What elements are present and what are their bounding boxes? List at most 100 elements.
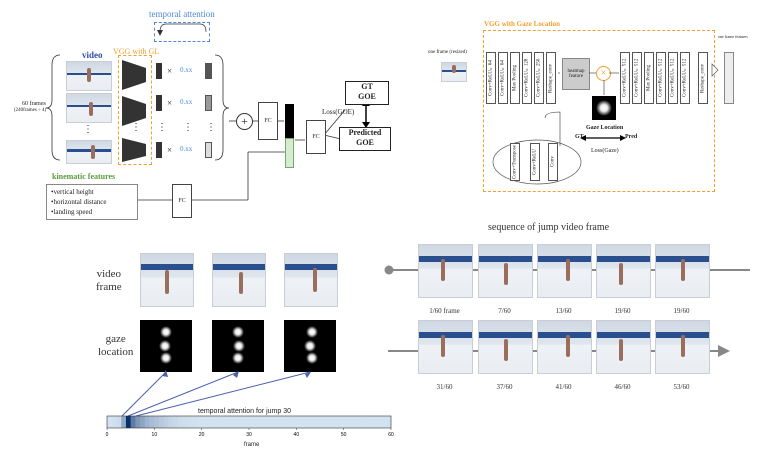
attention-cell xyxy=(310,416,316,428)
attention-cell xyxy=(376,416,382,428)
attention-cell xyxy=(130,416,136,428)
bl-video-frame-3 xyxy=(284,253,338,307)
sequence-frame-label: 1/60 frame xyxy=(429,307,460,315)
attention-cell xyxy=(230,416,236,428)
video-frame-thumb-3 xyxy=(66,140,112,164)
attention-cell xyxy=(225,416,231,428)
sum-node: + xyxy=(236,113,253,130)
attention-cell xyxy=(239,416,245,428)
attention-cell xyxy=(168,416,174,428)
fc-label-3: FC xyxy=(178,198,186,204)
att-ellipsis: ⋮ xyxy=(183,122,193,133)
bl-gaze-map-1 xyxy=(140,320,192,372)
video-frame-label: video frame xyxy=(96,268,122,293)
attention-cell xyxy=(140,416,146,428)
attention-tick-label: 10 xyxy=(152,432,158,438)
attention-cell xyxy=(211,416,217,428)
attention-cell xyxy=(291,416,297,428)
fc-label-2: FC xyxy=(312,134,320,140)
bl-gaze-map-3 xyxy=(284,320,336,372)
attention-cell xyxy=(234,416,240,428)
feature-bar-2 xyxy=(156,95,162,111)
bl-gaze-map-2 xyxy=(212,320,264,372)
times-1: × xyxy=(167,66,173,76)
times-2: × xyxy=(167,98,173,108)
gt-goe-line1: GT xyxy=(361,82,373,91)
attention-cell xyxy=(367,416,373,428)
attention-cell xyxy=(116,416,122,428)
attention-cell xyxy=(144,416,150,428)
attention-cell xyxy=(253,416,259,428)
output-feature-label: one frame features xyxy=(718,34,748,39)
attention-cell xyxy=(215,416,221,428)
feature-bar-1 xyxy=(156,63,162,79)
attention-cell xyxy=(107,416,113,428)
pred-goe-line2: GOE xyxy=(356,138,374,147)
attention-cell xyxy=(173,416,179,428)
sequence-frame-label: 53/60 xyxy=(673,383,690,391)
gt-goe-line2: GOE xyxy=(358,92,376,101)
weighted-bar-2 xyxy=(205,95,212,111)
temporal-attention-label: temporal attention xyxy=(149,9,215,19)
heatmap-feature-label: heatmap feature xyxy=(567,69,585,79)
gaze-location-label: Gaze Location xyxy=(586,125,624,131)
pred-goe-line1: Predicted xyxy=(348,128,382,137)
att-value-1: 0.xx xyxy=(180,66,193,74)
weighted-bar-3 xyxy=(205,142,212,158)
attention-x-label: frame xyxy=(244,442,260,448)
fc-label-1: FC xyxy=(264,118,272,124)
sequence-frame-label: 7/60 xyxy=(498,307,511,315)
times-3: × xyxy=(167,145,173,155)
attention-cell xyxy=(334,416,340,428)
loss-gaze-label: Loss(Gaze) xyxy=(591,148,619,154)
attention-cell xyxy=(263,416,269,428)
attention-cell xyxy=(267,416,273,428)
attention-cell xyxy=(315,416,321,428)
attention-cell xyxy=(343,416,349,428)
loss-goe-label: Loss(GOE) xyxy=(322,108,355,116)
frames-ellipsis: ⋮ xyxy=(83,124,93,135)
sequence-frame xyxy=(537,244,592,298)
kinematic-title: kinematic features xyxy=(52,172,116,181)
frames-count-sub-label: (240frames ÷ 4) xyxy=(14,108,47,113)
gt-label: GT xyxy=(575,134,584,140)
sequence-frame xyxy=(596,320,651,374)
sequence-frame xyxy=(478,320,533,374)
attention-cell xyxy=(258,416,264,428)
attention-cell xyxy=(301,416,307,428)
attention-cell xyxy=(338,416,344,428)
video-frame-thumb-2 xyxy=(66,93,112,123)
sequence-frame xyxy=(478,244,533,298)
gt-goe-box: GT GOE xyxy=(345,81,389,105)
attention-tick-label: 20 xyxy=(199,432,205,438)
attention-cell xyxy=(320,416,326,428)
predicted-goe-box: Predicted GOE xyxy=(339,127,391,151)
bl-video-frame-1 xyxy=(140,253,194,307)
sequence-frame-label: 19/60 xyxy=(673,307,690,315)
attention-cell xyxy=(206,416,212,428)
sequence-frame xyxy=(418,320,473,374)
attention-cell xyxy=(362,416,368,428)
attention-cell xyxy=(154,416,160,428)
vgg-gl-box xyxy=(118,55,152,165)
gaze-location-row-label: gaze location xyxy=(98,333,134,358)
sequence-frame-label: 19/60 xyxy=(614,307,631,315)
vgg-gaze-title: VGG with Gaze Location xyxy=(484,20,561,28)
attention-cell xyxy=(348,416,354,428)
sequence-frame xyxy=(655,320,710,374)
vgg-ellipsis: ⋮ xyxy=(131,122,141,133)
output-feature-box xyxy=(724,52,734,104)
fc-box-1: FC xyxy=(258,102,278,140)
attention-cell xyxy=(272,416,278,428)
attention-cell xyxy=(277,416,283,428)
sequence-frame xyxy=(596,244,651,298)
attention-cell xyxy=(192,416,198,428)
video-label: video xyxy=(82,50,103,60)
feature-bar-3 xyxy=(156,142,162,158)
attention-cell xyxy=(381,416,387,428)
